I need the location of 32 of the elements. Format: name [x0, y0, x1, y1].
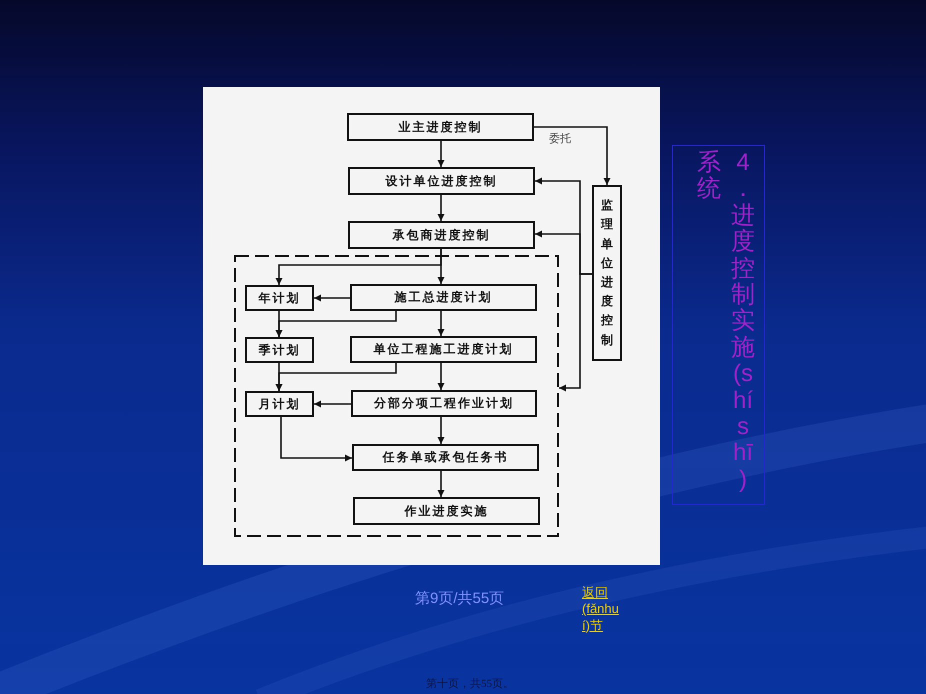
arrow — [276, 311, 397, 337]
arrow — [438, 417, 444, 444]
back-link: 返回(fǎnhuí)节 — [582, 585, 620, 634]
arrow — [314, 294, 350, 302]
process-box: 任务单或承包任务书 — [352, 444, 539, 471]
process-box: 单位工程施工进度计划 — [350, 336, 537, 363]
arrow — [534, 126, 610, 185]
process-box: 设计单位进度控制 — [348, 167, 535, 195]
process-box: 年计划 — [245, 285, 314, 311]
arrow — [438, 363, 444, 390]
arrow — [559, 273, 592, 392]
process-box: 作业进度实施 — [353, 497, 540, 525]
arrow — [276, 363, 397, 391]
process-box: 季计划 — [245, 337, 314, 363]
page-footer: 第十页，共55页。 — [426, 676, 514, 691]
page-number: 第9页/共55页 — [415, 589, 504, 608]
arrow — [276, 249, 442, 285]
arrow — [438, 471, 444, 497]
arrow — [438, 141, 444, 167]
process-box: 业主进度控制 — [347, 113, 534, 141]
process-box: 分部分项工程作业计划 — [351, 390, 537, 417]
edge-label: 委托 — [549, 131, 571, 146]
arrow — [438, 195, 444, 221]
process-box: 月计划 — [245, 391, 314, 417]
arrow — [438, 311, 444, 336]
process-box: 监理单位进度控制 — [592, 185, 622, 361]
arrow — [314, 400, 351, 408]
process-box: 施工总进度计划 — [350, 284, 537, 311]
dashed-group-frame — [234, 255, 559, 537]
process-box: 承包商进度控制 — [348, 221, 535, 249]
arrow — [280, 417, 352, 462]
slide-title: 4．进度控制实施(shíshī)系统 — [697, 150, 755, 495]
